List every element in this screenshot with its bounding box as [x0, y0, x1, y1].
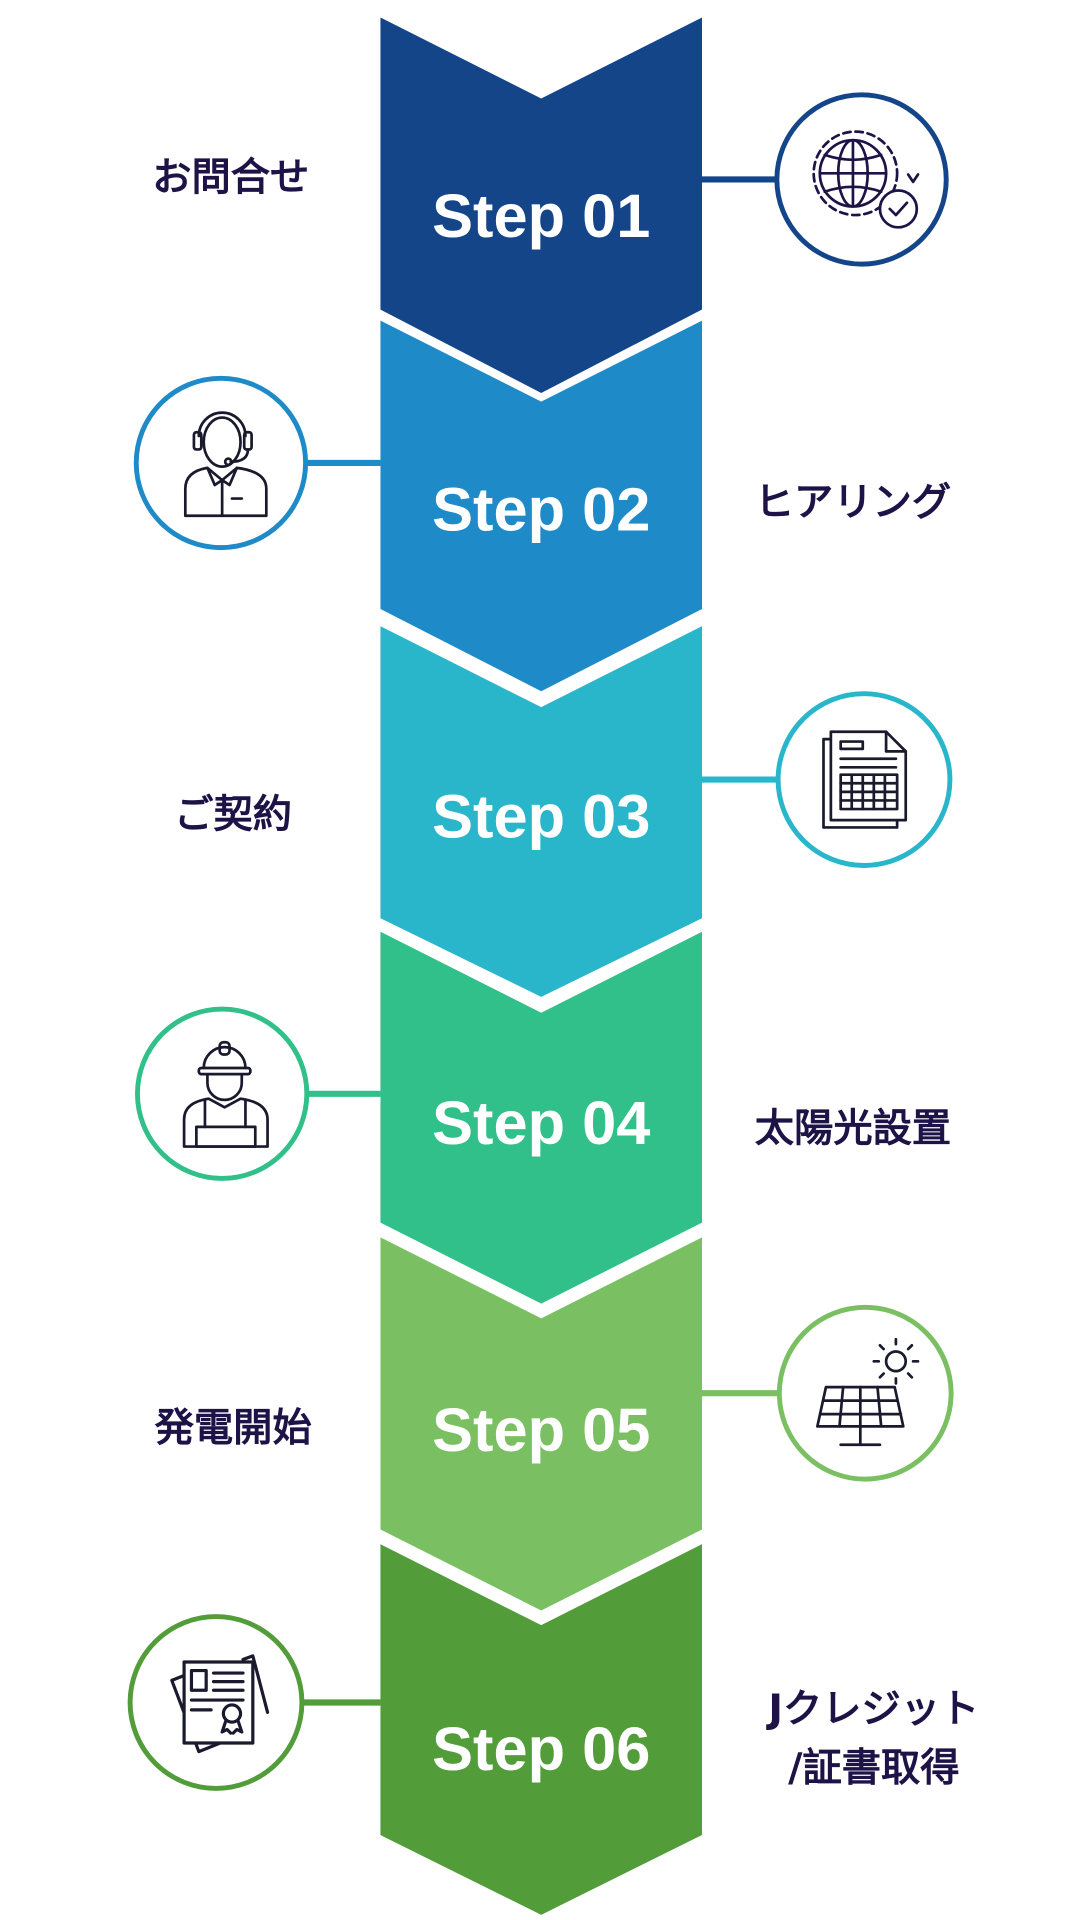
step-02-title: Step 02	[432, 475, 650, 544]
chevron-step-06	[380, 1544, 702, 1915]
step-05-title: Step 05	[432, 1396, 650, 1465]
step-03-label: ご契約	[174, 792, 292, 837]
icon-circle-step-05	[776, 1304, 954, 1482]
icon-circle-step-04	[135, 1006, 310, 1181]
step-06-label-line1: Jクレジット	[765, 1687, 979, 1732]
construction-worker-icon	[182, 1040, 269, 1148]
step-01-title: Step 01	[432, 182, 650, 251]
step-06-label-line2: /証書取得	[788, 1746, 959, 1791]
chevron-step-05	[380, 1237, 702, 1611]
globe-check-icon	[812, 130, 920, 229]
headset-operator-icon	[183, 411, 268, 518]
solar-panel-icon	[816, 1337, 920, 1447]
chevron-step-02	[380, 320, 702, 692]
step-04-label: 太陽光設置	[755, 1107, 951, 1152]
step-04-title: Step 04	[432, 1089, 650, 1158]
contract-document-icon	[822, 730, 908, 829]
step-05-label: 発電開始	[155, 1406, 312, 1451]
step-02-label: ヒアリング	[755, 481, 951, 526]
icon-circle-step-02	[133, 375, 309, 551]
step-01-label: お問合せ	[152, 156, 309, 201]
certificate-icon	[170, 1654, 270, 1754]
chevron-step-03	[380, 626, 702, 997]
chevron-step-04	[380, 931, 702, 1304]
step-03-title: Step 03	[432, 782, 650, 851]
step-06-title: Step 06	[432, 1715, 650, 1784]
icon-circle-step-01	[774, 92, 949, 267]
chevron-step-01	[380, 17, 702, 393]
chevrons	[380, 17, 702, 1915]
